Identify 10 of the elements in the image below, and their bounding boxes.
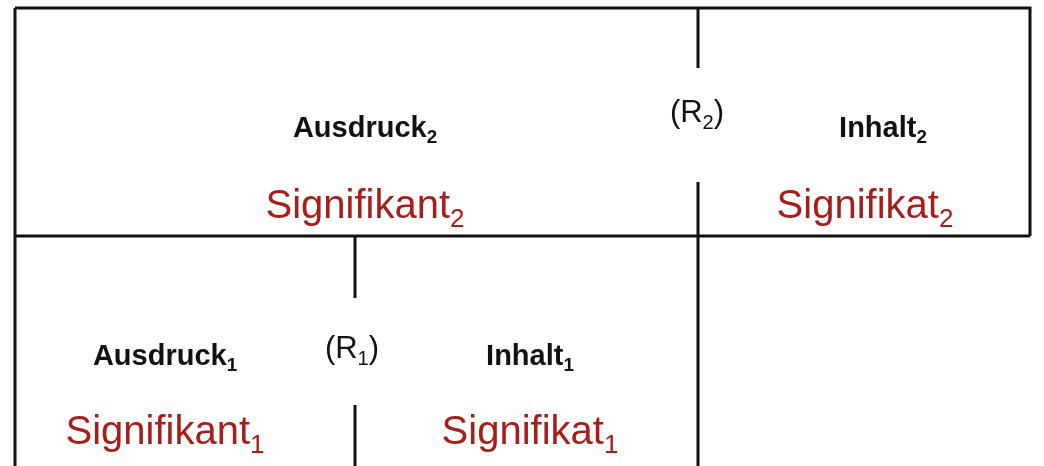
content-label: Inhalt$_{2}$ xyxy=(839,110,927,144)
content-label: Inhalt$_{1}$ xyxy=(486,338,574,372)
expression-label: Ausdruck$_{1}$ xyxy=(92,338,238,372)
relation-label: (R$_{2}$) xyxy=(669,94,725,130)
expression-label: Ausdruck$_{2}$ xyxy=(292,110,438,144)
relation-label: (R$_{1}$) xyxy=(324,330,380,366)
signified-label: Signifikat$_{1}$ xyxy=(441,407,619,453)
signified-label: Signifikat$_{2}$ xyxy=(776,181,954,227)
signifier-label: Signifikant$_{1}$ xyxy=(65,407,265,453)
signifier-label: Signifikant$_{2}$ xyxy=(265,181,465,227)
